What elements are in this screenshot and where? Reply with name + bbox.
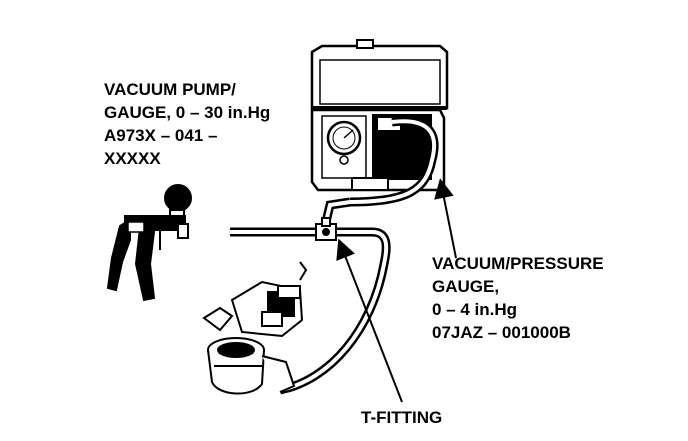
t-fitting	[315, 217, 337, 241]
valve-assembly	[202, 261, 308, 395]
vacuum-pressure-gauge-label-line1: VACUUM/PRESSURE	[432, 254, 604, 273]
vacuum-pressure-gauge-label-line4: 07JAZ – 001000B	[432, 323, 571, 342]
vacuum-pump	[106, 184, 192, 302]
leader-lines	[336, 178, 457, 403]
vacuum-hose	[230, 227, 391, 395]
vacuum-pump-label-line4: XXXXX	[104, 149, 161, 168]
vacuum-pump-label-line3: A973X – 041 –	[104, 126, 218, 145]
vacuum-pressure-gauge-label: VACUUM/PRESSURE GAUGE, 0 – 4 in.Hg 07JAZ…	[432, 252, 604, 344]
vacuum-pressure-gauge-label-line2: GAUGE,	[432, 277, 500, 296]
vacuum-pump-label-line1: VACUUM PUMP/	[104, 80, 236, 99]
t-fitting-label: T-FITTING	[361, 408, 443, 427]
vacuum-pump-label: VACUUM PUMP/ GAUGE, 0 – 30 in.Hg A973X –…	[104, 78, 270, 170]
vacuum-pump-label-line2: GAUGE, 0 – 30 in.Hg	[104, 103, 271, 122]
gauge-hose	[321, 116, 439, 224]
vacuum-pressure-gauge-label-line3: 0 – 4 in.Hg	[432, 300, 518, 319]
